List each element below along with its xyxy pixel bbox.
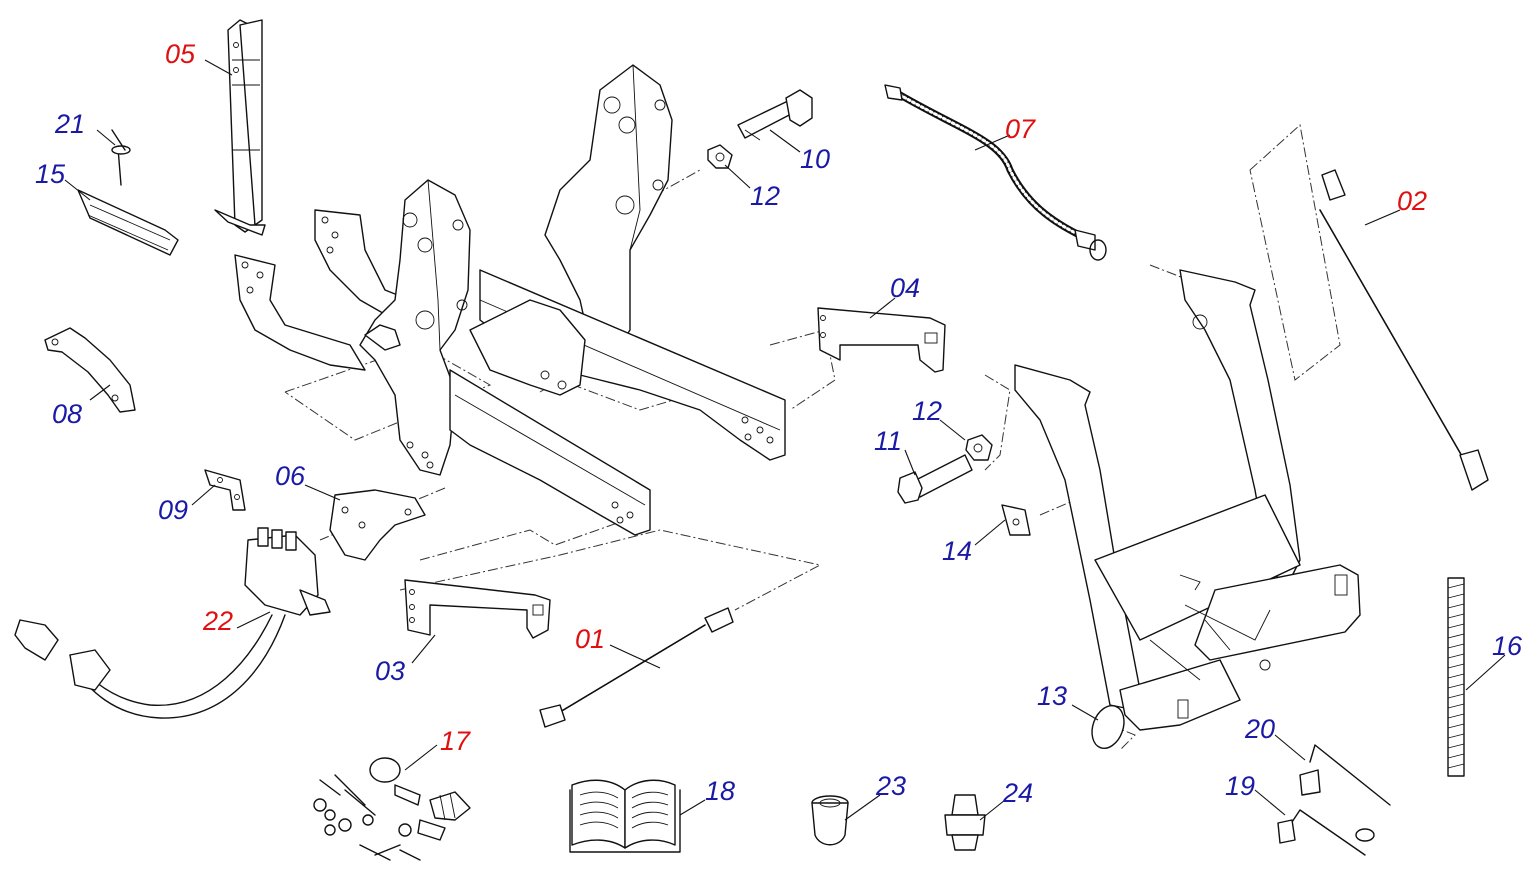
label-08: 08 bbox=[52, 399, 82, 429]
part-16-spiral-guard bbox=[1447, 577, 1465, 777]
label-01: 01 bbox=[575, 624, 605, 654]
part-01-hydraulic-tube bbox=[539, 607, 734, 728]
label-04: 04 bbox=[890, 273, 920, 303]
label-02: 02 bbox=[1397, 186, 1427, 216]
label-20: 20 bbox=[1244, 714, 1275, 744]
part-19-key bbox=[1277, 809, 1375, 856]
part-15-u-clip bbox=[77, 189, 179, 256]
part-23-fitting-nut bbox=[811, 795, 849, 846]
label-19: 19 bbox=[1225, 771, 1255, 801]
label-07: 07 bbox=[1005, 114, 1036, 144]
label-17: 17 bbox=[440, 726, 471, 756]
part-07-hydraulic-hose bbox=[884, 84, 1107, 261]
part-20-key bbox=[1299, 744, 1391, 806]
label-12-upper: 12 bbox=[750, 181, 780, 211]
part-08-bracket bbox=[44, 327, 136, 413]
part-18-manual bbox=[569, 779, 681, 853]
main-frame bbox=[234, 64, 786, 536]
part-10-pivot-bolt bbox=[737, 89, 813, 141]
part-12-nut-upper bbox=[707, 144, 733, 169]
label-24: 24 bbox=[1002, 778, 1033, 808]
label-13: 13 bbox=[1037, 681, 1067, 711]
label-05: 05 bbox=[165, 39, 196, 69]
part-17-hardware-kit bbox=[313, 757, 471, 861]
part-11-pivot-bolt bbox=[897, 454, 973, 504]
label-14: 14 bbox=[942, 536, 972, 566]
label-21: 21 bbox=[54, 109, 85, 139]
label-03: 03 bbox=[375, 656, 405, 686]
label-15: 15 bbox=[35, 159, 66, 189]
label-22: 22 bbox=[202, 606, 233, 636]
label-12-lower: 12 bbox=[912, 396, 942, 426]
label-23: 23 bbox=[875, 771, 906, 801]
label-11: 11 bbox=[874, 426, 902, 456]
leader-lines bbox=[64, 59, 1506, 821]
part-24-fitting-adapter bbox=[944, 794, 986, 851]
part-13-washer bbox=[1091, 704, 1125, 750]
part-06-valve-plate bbox=[329, 489, 426, 561]
label-06: 06 bbox=[275, 461, 306, 491]
label-16: 16 bbox=[1492, 631, 1523, 661]
label-10: 10 bbox=[800, 144, 830, 174]
part-03-bracket bbox=[404, 579, 551, 639]
part-14-bracket bbox=[1001, 504, 1031, 536]
label-18: 18 bbox=[705, 776, 735, 806]
part-09-plate bbox=[204, 469, 246, 511]
label-09: 09 bbox=[158, 495, 188, 525]
part-21-lock-pin bbox=[111, 129, 131, 186]
part-22-control-valve bbox=[14, 527, 331, 719]
loader-arm-assembly bbox=[1014, 269, 1361, 731]
part-05-parking-stand bbox=[214, 19, 266, 236]
callout-labels: 05 21 15 08 09 06 22 17 10 12 07 04 03 0… bbox=[35, 39, 1523, 808]
part-12-nut-lower bbox=[965, 434, 993, 461]
part-04-bracket bbox=[817, 307, 946, 373]
part-02-hydraulic-tube bbox=[1319, 169, 1489, 491]
